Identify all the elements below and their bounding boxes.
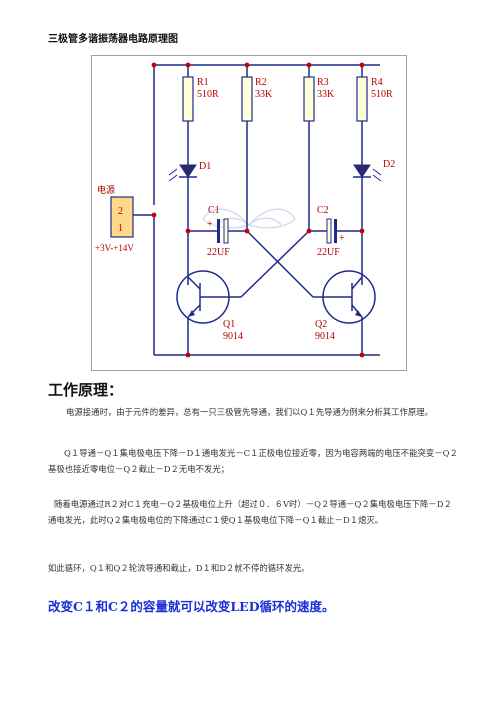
power-pin-1-label: 1: [118, 223, 123, 234]
r4-ref-label: R4: [371, 77, 383, 88]
q2-emitter-arrow: [355, 310, 362, 317]
d1-ref-label: D1: [199, 161, 211, 172]
r2-ref-label: R2: [255, 77, 267, 88]
emphasis-note: 改变C１和C２的容量就可以改变LED循环的速度。: [48, 599, 335, 614]
power-connector: [110, 196, 134, 238]
r4-value-label: 510R: [371, 89, 393, 100]
paragraph-2: Q１导通－Q１集电极电压下降－D１通电发光－C１正极电位接近零，因为电容两端的电…: [48, 448, 458, 474]
d2-ref-label: D2: [383, 159, 395, 170]
circuit-schematic: R1 510R R2 33K R3 33K R4 510R D1 D2 C1 +…: [91, 55, 407, 371]
resistor-r4: [356, 76, 368, 122]
resistor-r2: [241, 76, 253, 122]
q2-ref-label: Q2: [315, 319, 327, 330]
q1-emitter-arrow: [188, 310, 195, 317]
resistor-r1: [182, 76, 194, 122]
q1-part-label: 9014: [223, 331, 243, 342]
led-d2-icon: [353, 164, 382, 182]
wing-watermark: [202, 208, 296, 229]
c2-ref-label: C2: [317, 205, 329, 216]
capacitor-c2-icon: [326, 218, 337, 244]
c2-plus-label: +: [339, 233, 345, 244]
power-voltage-label: +3V-+14V: [95, 243, 134, 253]
paragraph-4: 如此循环，Q１和Q２轮流导通和截止，D１和D２就不停的循环发光。: [48, 563, 310, 573]
led-d1-icon: [168, 164, 197, 182]
c1-value-label: 22UF: [207, 247, 230, 258]
r1-ref-label: R1: [197, 77, 209, 88]
resistor-r3: [303, 76, 315, 122]
r2-value-label: 33K: [255, 89, 273, 100]
c1-ref-label: C1: [208, 205, 220, 216]
junction-dots: [151, 62, 365, 358]
power-title-label: 电源: [97, 184, 115, 196]
r1-value-label: 510R: [197, 89, 219, 100]
paragraph-1: 电源接通时，由于元件的差异，总有一只三极管先导通，我们以Q１先导通为例来分析其工…: [66, 407, 433, 417]
c2-value-label: 22UF: [317, 247, 340, 258]
power-pin-2-label: 2: [118, 206, 123, 217]
section-heading: 工作原理：: [48, 381, 124, 399]
paragraph-3: 随着电源通过R２对C１充电－Q２基极电位上升（超过０．６V时）－Q２导通－Q２集…: [48, 499, 452, 525]
r3-ref-label: R3: [317, 77, 329, 88]
doc-title: 三极管多谐振荡器电路原理图: [48, 34, 178, 45]
q1-ref-label: Q1: [223, 319, 235, 330]
capacitor-c1-icon: [217, 218, 229, 244]
r3-value-label: 33K: [317, 89, 335, 100]
c1-plus-label: +: [207, 219, 213, 230]
q2-part-label: 9014: [315, 331, 335, 342]
